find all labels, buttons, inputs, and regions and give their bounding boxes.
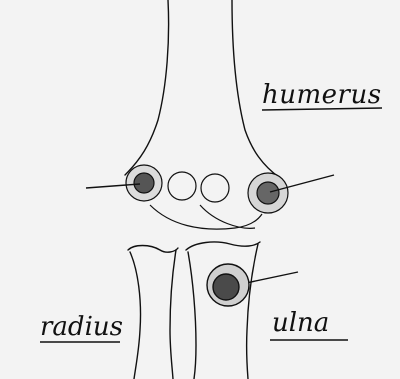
radius-label: radius — [40, 314, 123, 340]
lateral-condyle-core — [134, 173, 154, 193]
ulna-label: ulna — [272, 310, 329, 336]
medial-epicondyle-core — [257, 182, 279, 204]
ulna-cross-section-core — [213, 274, 239, 300]
humerus-label: humerus — [262, 82, 382, 108]
